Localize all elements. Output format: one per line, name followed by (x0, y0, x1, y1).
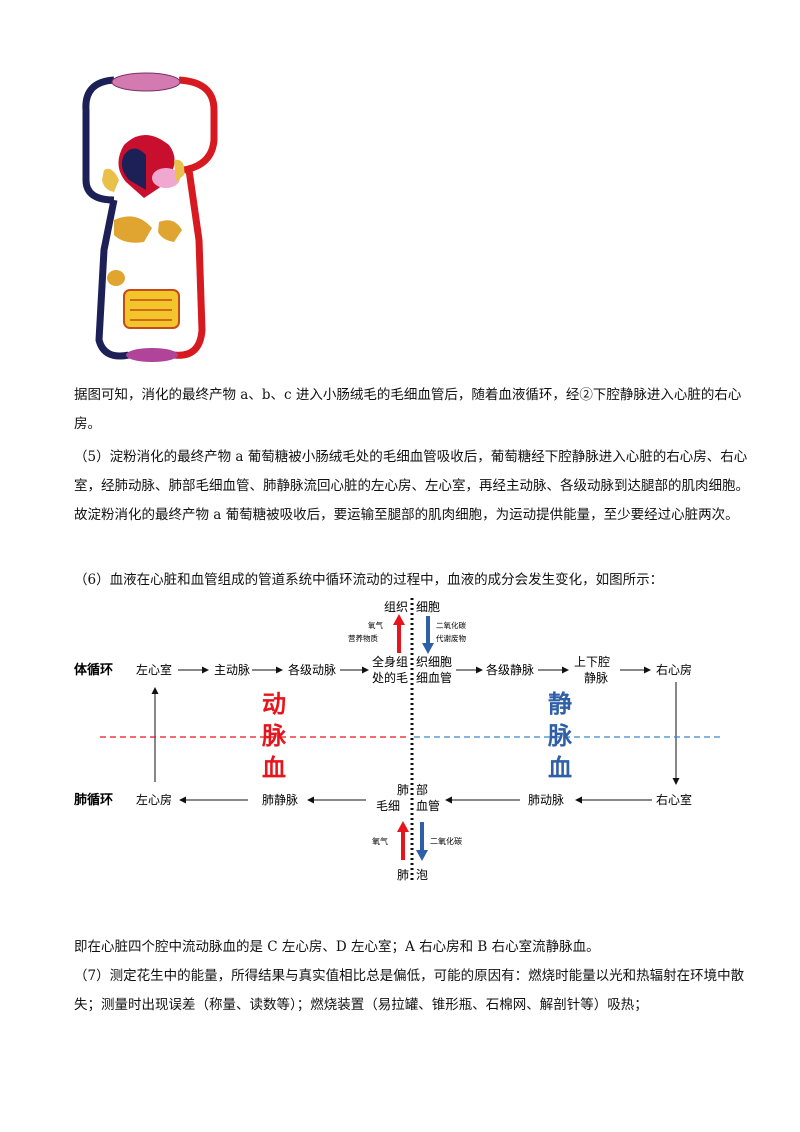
oxygen-small-label: 氧气 (368, 620, 383, 630)
arterial-blood-char-3: 血 (262, 754, 286, 782)
blood-circulation-diagram: 体循环 肺循环 组织 细胞 氧气 营养物质 二氧化碳 代谢废物 左心室 主动脉 … (72, 596, 728, 888)
node-right-atrium: 右心房 (656, 662, 692, 677)
node-body-capillaries-4: 细血管 (416, 670, 452, 685)
pulmonary-circulation-label: 肺循环 (74, 792, 113, 808)
paragraph-6: （6）血液在心脏和血管组成的管道系统中循环流动的过程中，血液的成分会发生变化，如… (74, 572, 664, 588)
venous-blood-char-3: 血 (548, 754, 572, 782)
node-pulmonary-vein: 肺静脉 (262, 792, 298, 807)
alveoli-label-right: 泡 (416, 868, 428, 882)
node-body-capillaries-3: 处的毛 (372, 670, 408, 685)
venous-blood-char-2: 脉 (547, 722, 573, 750)
node-lung-capillaries-2: 部 (416, 782, 428, 797)
node-pulmonary-artery: 肺动脉 (528, 792, 564, 807)
waste-small-label: 代谢废物 (436, 633, 466, 643)
arterial-blood-char-2: 脉 (261, 722, 287, 750)
node-body-capillaries-2: 织细胞 (416, 655, 452, 669)
node-lung-capillaries-4: 血管 (416, 798, 440, 813)
paragraph-7: （7）测定花生中的能量，所得结果与真实值相比总是偏低，可能的原因有：燃烧时能量以… (74, 968, 745, 1013)
node-body-capillaries-1: 全身组 (372, 654, 408, 669)
alveoli-label-left: 肺 (397, 868, 409, 882)
node-arteries: 各级动脉 (288, 662, 336, 677)
node-vena-cava-2: 静脉 (584, 670, 608, 685)
node-lung-capillaries-1: 肺 (397, 783, 409, 797)
venous-blood-char-1: 静 (548, 690, 572, 718)
oxygen-label: 氧气 (372, 836, 388, 846)
node-right-ventricle: 右心室 (656, 792, 692, 807)
paragraph-absorption: 据图可知，消化的最终产物 a、b、c 进入小肠绒毛的毛细血管后，随着血液循环，经… (74, 387, 742, 432)
node-aorta: 主动脉 (214, 662, 250, 677)
node-veins: 各级静脉 (486, 662, 534, 677)
nutrients-small-label: 营养物质 (348, 633, 378, 643)
arterial-blood-char-1: 动 (262, 690, 286, 718)
tissue-label-right: 细胞 (416, 600, 440, 614)
node-lung-capillaries-3: 毛细 (376, 799, 400, 813)
co2-label: 二氧化碳 (430, 836, 462, 846)
tissue-label-left: 组织 (384, 600, 408, 614)
co2-small-label: 二氧化碳 (436, 620, 466, 630)
systemic-circulation-label: 体循环 (74, 662, 113, 678)
node-left-atrium: 左心房 (136, 792, 172, 807)
node-left-ventricle: 左心室 (136, 662, 172, 677)
circulation-illustration (74, 70, 234, 370)
node-vena-cava-1: 上下腔 (574, 654, 610, 669)
paragraph-5: （5）淀粉消化的最终产物 a 葡萄糖被小肠绒毛处的毛细血管吸收后，葡萄糖经下腔静… (74, 449, 749, 523)
paragraph-conclusion: 即在心脏四个腔中流动脉血的是 C 左心房、D 左心室；A 右心房和 B 右心室流… (74, 939, 600, 955)
